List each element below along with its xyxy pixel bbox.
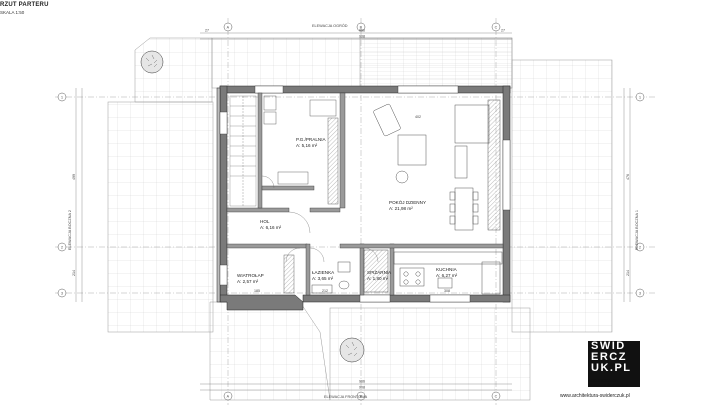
paving-area [107, 37, 613, 401]
kitchen-fixtures [393, 251, 503, 295]
shrub-texture [145, 54, 358, 357]
axis-row-2: 2 [61, 245, 63, 249]
bathroom-fixtures [311, 249, 389, 294]
vestibule-wardrobe [283, 254, 295, 294]
interior-walls [226, 92, 504, 296]
elevation-top-label: ELEWACJA OGRÓD [312, 23, 348, 28]
dim-left-h1: 499 [72, 174, 76, 180]
dimension-texts: 966 908 27 27 966 908 402 212 308 185 49… [72, 29, 630, 390]
room-area-kitchen: A: 6,27 m² [436, 273, 458, 278]
dim-top-inner: 908 [359, 35, 365, 39]
room-area-living: A: 21,98 m² [389, 206, 413, 211]
website-link[interactable]: www.architektura-swiderczuk.pl [560, 393, 630, 399]
windows [219, 85, 511, 303]
elevation-bottom-label: ELEWACJA FRONTOWA [324, 395, 368, 399]
room-area-vestibule: A: 2,57 m² [237, 279, 259, 284]
laundry-fixtures [263, 95, 339, 205]
dim-kitchen-width: 308 [444, 289, 450, 293]
axis-bubbles [57, 22, 645, 401]
axis-col-b-bottom: B [360, 394, 363, 398]
logo-line-1: ŚWID [591, 340, 626, 352]
room-name-laundry: P.G./PRALNIA [296, 137, 326, 142]
axis-col-c-bottom: C [495, 394, 498, 398]
logo-subtitle-2: STANISŁAW ŚWIDERCZUK [588, 384, 629, 388]
dim-bottom-inner: 908 [359, 386, 365, 390]
room-name-living: POKÓJ DZIENNY [389, 199, 426, 205]
room-name-hall: HOL [260, 219, 270, 224]
dim-left-h2: 214 [72, 270, 76, 276]
axis-row-3: 3 [61, 291, 63, 295]
elevation-right-label: ELEWACJA BOCZNA 1 [635, 210, 639, 250]
logo-line-3: UK.PL [591, 362, 632, 374]
axis-labels: A B C A B C 1 2 3 1 2 3 [61, 25, 641, 398]
room-name-kitchen: KUCHNIA [436, 267, 458, 272]
axis-row-1: 1 [61, 95, 63, 99]
axis-col-a-bottom: A [227, 394, 230, 398]
logo-subtitle: ARCHITEKTURA [588, 379, 619, 383]
axis-col-c: C [495, 25, 498, 29]
axis-row-2-right: 2 [639, 245, 641, 249]
company-logo: ŚWID ERCZ UK.PL [588, 341, 640, 387]
axis-row-3-right: 3 [639, 291, 641, 295]
axis-row-1-right: 1 [639, 95, 641, 99]
logo-line-2: ERCZ [591, 351, 627, 363]
room-name-bathroom: ŁAZIENKA [312, 270, 335, 275]
dim-top-edge-right: 27 [501, 29, 505, 33]
room-area-laundry: A: 5,16 m² [296, 143, 318, 148]
room-area-bathroom: A: 3,65 m² [312, 276, 334, 281]
room-area-pantry: A: 1,80 m² [367, 276, 389, 281]
room-name-vestibule: WIATROŁAP [237, 273, 264, 278]
axis-col-b: B [360, 25, 363, 29]
dim-top-edge-left: 27 [205, 29, 209, 33]
elevation-left-label: ELEWACJA BOCZNA 2 [68, 210, 72, 250]
dim-top-total: 966 [359, 29, 365, 33]
room-labels: P.G./PRALNIA A: 5,16 m² POKÓJ DZIENNY A:… [237, 137, 458, 284]
room-name-pantry: SPIŻARNIA [367, 269, 392, 275]
dim-right-h1: 476 [626, 174, 630, 180]
sheet-scale: SKALA 1:50 [0, 10, 25, 15]
dim-living-width: 402 [415, 115, 421, 119]
dim-bottom-total: 966 [359, 380, 365, 384]
dim-vestibule-width: 185 [254, 289, 260, 293]
living-furniture [373, 99, 501, 231]
room-area-hall: A: 6,16 m² [260, 225, 282, 230]
sheet-title: RZUT PARTERU [0, 2, 49, 8]
shrub-icon [140, 50, 365, 363]
dimension-lines [75, 32, 631, 391]
staircase [229, 95, 257, 207]
axis-col-a: A [227, 25, 230, 29]
dim-bath-width: 212 [322, 289, 328, 293]
dim-right-h2: 214 [626, 270, 630, 276]
door-swings [261, 175, 379, 263]
